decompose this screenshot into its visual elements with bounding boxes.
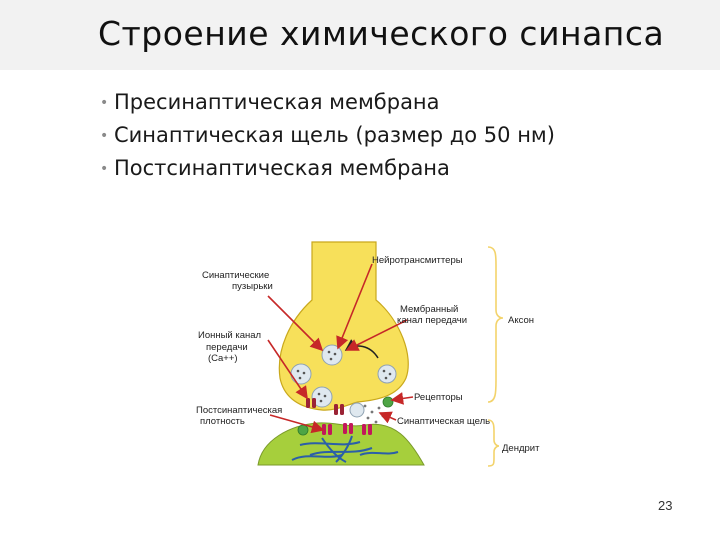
- bullet-text: Постсинаптическая мембрана: [114, 156, 450, 180]
- label-axon: Аксон: [508, 315, 534, 326]
- bullet-item: • Синаптическая щель (размер до 50 нм): [100, 119, 555, 152]
- bullet-dot-icon: •: [100, 95, 109, 111]
- label-ion-channel-2: передачи: [206, 342, 248, 353]
- bullet-item: • Постсинаптическая мембрана: [100, 152, 555, 185]
- ion-channels: [306, 398, 344, 415]
- label-ion-channel-1: Ионный канал: [198, 330, 261, 341]
- vesicles: [290, 344, 397, 418]
- vesicle-dots: [296, 350, 392, 403]
- label-postsynaptic-1: Постсинаптическая: [196, 405, 282, 416]
- label-synaptic-cleft: Синаптическая щель: [397, 416, 490, 427]
- label-vesicles-2: пузырьки: [232, 281, 273, 292]
- slide-title: Строение химического синапса: [98, 14, 665, 53]
- label-receptors: Рецепторы: [414, 392, 463, 403]
- dendrite-fibers: [291, 435, 399, 463]
- label-postsynaptic-2: плотность: [200, 416, 245, 427]
- label-vesicles-1: Синаптические: [202, 270, 269, 281]
- bullet-dot-icon: •: [100, 128, 109, 144]
- bullet-dot-icon: •: [100, 161, 109, 177]
- neurotransmitter-dots: [363, 404, 385, 424]
- axon-brace: [487, 246, 504, 403]
- bullet-text: Пресинаптическая мембрана: [114, 90, 440, 114]
- dendrite-brace: [487, 419, 500, 467]
- page-number: 23: [658, 498, 673, 513]
- label-membrane-channel-2: канал передачи: [397, 315, 467, 326]
- bullet-text: Синаптическая щель (размер до 50 нм): [114, 123, 555, 147]
- label-ion-channel-3: (Ca++): [208, 353, 238, 364]
- label-neurotransmitters: Нейротрансмиттеры: [372, 255, 463, 266]
- label-membrane-channel-1: Мембранный: [400, 304, 458, 315]
- bullet-list: • Пресинаптическая мембрана • Синаптическа…: [100, 86, 555, 185]
- pointer-arrows: [267, 263, 414, 434]
- title-bar: [0, 0, 720, 70]
- bullet-item: • Пресинаптическая мембрана: [100, 86, 555, 119]
- label-dendrite: Дендрит: [502, 443, 540, 454]
- postsynaptic-receptors: [322, 423, 372, 435]
